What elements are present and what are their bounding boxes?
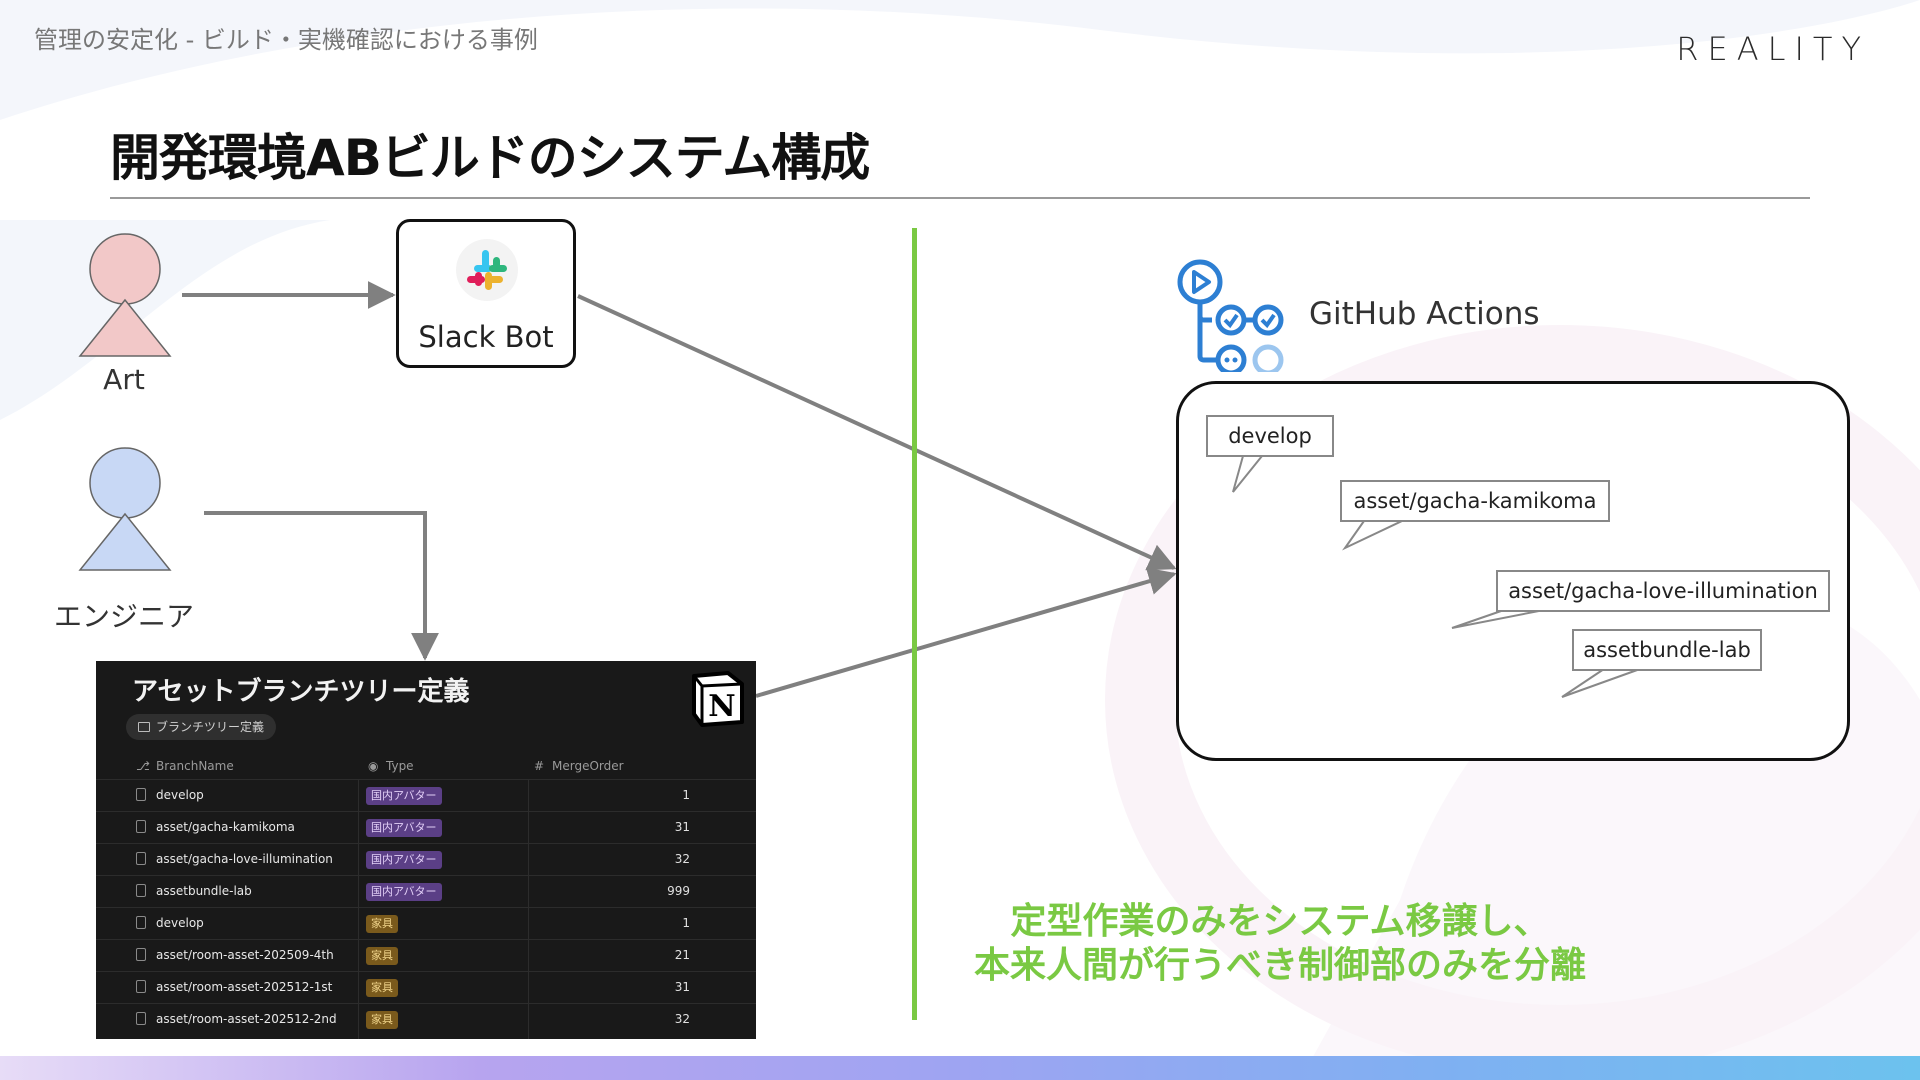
- row-merge-order: 32: [674, 852, 690, 866]
- row-merge-order: 999: [667, 884, 690, 898]
- hash-icon: #: [534, 759, 545, 773]
- slack-bot-node: Slack Bot: [396, 219, 576, 368]
- slack-bot-label: Slack Bot: [418, 320, 554, 354]
- row-branch-name: asset/room-asset-202512-1st: [156, 980, 333, 994]
- notion-view-label: ブランチツリー定義: [156, 720, 265, 734]
- page-icon: [136, 884, 146, 897]
- github-actions-label: GitHub Actions: [1309, 296, 1540, 332]
- column-type: Type: [386, 759, 414, 773]
- row-branch-name: assetbundle-lab: [156, 884, 252, 898]
- engineer-to-notion-arrow: [204, 511, 439, 661]
- table-row[interactable]: asset/gacha-kamikoma 国内アバター 31: [96, 811, 756, 844]
- row-branch-name: develop: [156, 788, 204, 802]
- table-row[interactable]: asset/room-asset-202509-4th 家具 21: [96, 939, 756, 972]
- table-view-icon: [138, 722, 150, 732]
- page-icon: [136, 948, 146, 961]
- row-type-tag: 家具: [366, 1011, 398, 1029]
- page-icon: [136, 788, 146, 801]
- summary-message-line2: 本来人間が行うべき制御部のみを分離: [973, 945, 1586, 986]
- notion-to-actions-arrow: [755, 567, 1177, 698]
- row-branch-name: asset/gacha-kamikoma: [156, 820, 295, 834]
- engineer-label: エンジニア: [53, 600, 194, 633]
- notion-logo-icon: N: [692, 671, 744, 727]
- row-merge-order: 31: [674, 820, 690, 834]
- table-row[interactable]: develop 国内アバター 1: [96, 779, 756, 812]
- row-merge-order: 31: [674, 980, 690, 994]
- column-branchname: BranchName: [156, 759, 234, 773]
- table-row[interactable]: develop 家具 1: [96, 907, 756, 940]
- branch-icon: ⎇: [136, 759, 150, 773]
- page-icon: [136, 980, 146, 993]
- row-branch-name: develop: [156, 916, 204, 930]
- page-title: 開発環境ABビルドのシステム構成: [110, 129, 870, 187]
- row-type-tag: 国内アバター: [366, 883, 442, 901]
- row-type-tag: 国内アバター: [366, 819, 442, 837]
- type-icon: ◉: [368, 759, 379, 773]
- vertical-divider: [912, 228, 917, 1020]
- reality-logo: REALITY: [1676, 30, 1870, 68]
- art-person-icon: [78, 233, 172, 357]
- svg-text:N: N: [708, 689, 735, 724]
- breadcrumb: 管理の安定化 - ビルド・実機確認における事例: [34, 26, 538, 54]
- notion-table-title: アセットブランチツリー定義: [132, 677, 470, 707]
- row-type-tag: 家具: [366, 915, 398, 933]
- page-icon: [136, 820, 146, 833]
- title-divider: [110, 197, 1810, 199]
- notion-branch-table: アセットブランチツリー定義 ブランチツリー定義 ⎇ BranchName ◉ T…: [96, 661, 756, 1039]
- row-merge-order: 21: [674, 948, 690, 962]
- summary-message-line1: 定型作業のみをシステム移譲し、: [1010, 901, 1550, 942]
- table-row[interactable]: asset/room-asset-202512-2nd 家具 32: [96, 1003, 756, 1036]
- callout-assetbundle-lab: assetbundle-lab: [1572, 629, 1762, 671]
- row-type-tag: 国内アバター: [366, 787, 442, 805]
- notion-table-body: develop 国内アバター 1 asset/gacha-kamikoma 国内アバター…: [96, 779, 756, 1039]
- page-icon: [136, 916, 146, 929]
- row-merge-order: 1: [682, 916, 690, 930]
- bottom-gradient-bar: [0, 1056, 1920, 1080]
- row-branch-name: asset/room-asset-202509-4th: [156, 948, 334, 962]
- summary-message: 定型作業のみをシステム移譲し、 本来人間が行うべき制御部のみを分離: [960, 900, 1600, 988]
- row-branch-name: asset/gacha-love-illumination: [156, 852, 333, 866]
- notion-table-header: ⎇ BranchName ◉ Type # MergeOrder: [96, 753, 756, 779]
- art-label: Art: [103, 363, 145, 396]
- page-icon: [136, 852, 146, 865]
- callout-gacha-love-illumination: asset/gacha-love-illumination: [1496, 570, 1830, 612]
- row-type-tag: 家具: [366, 947, 398, 965]
- column-mergeorder: MergeOrder: [552, 759, 624, 773]
- notion-view-tab[interactable]: ブランチツリー定義: [126, 714, 277, 740]
- table-row[interactable]: asset/gacha-love-illumination 国内アバター 32: [96, 843, 756, 876]
- callout-gacha-kamikoma: asset/gacha-kamikoma: [1340, 480, 1610, 522]
- callout-develop: develop: [1206, 415, 1334, 457]
- page-icon: [136, 1012, 146, 1025]
- table-row[interactable]: assetbundle-lab 国内アバター 999: [96, 875, 756, 908]
- row-type-tag: 国内アバター: [366, 851, 442, 869]
- row-type-tag: 家具: [366, 979, 398, 997]
- github-actions-icon: [1177, 259, 1284, 372]
- row-merge-order: 1: [682, 788, 690, 802]
- row-branch-name: asset/room-asset-202512-2nd: [156, 1012, 337, 1026]
- slack-to-actions-arrow: [577, 294, 1177, 571]
- table-row[interactable]: asset/room-asset-202512-1st 家具 31: [96, 971, 756, 1004]
- engineer-person-icon: [78, 447, 172, 571]
- row-merge-order: 32: [674, 1012, 690, 1026]
- slack-logo-icon: [456, 239, 518, 301]
